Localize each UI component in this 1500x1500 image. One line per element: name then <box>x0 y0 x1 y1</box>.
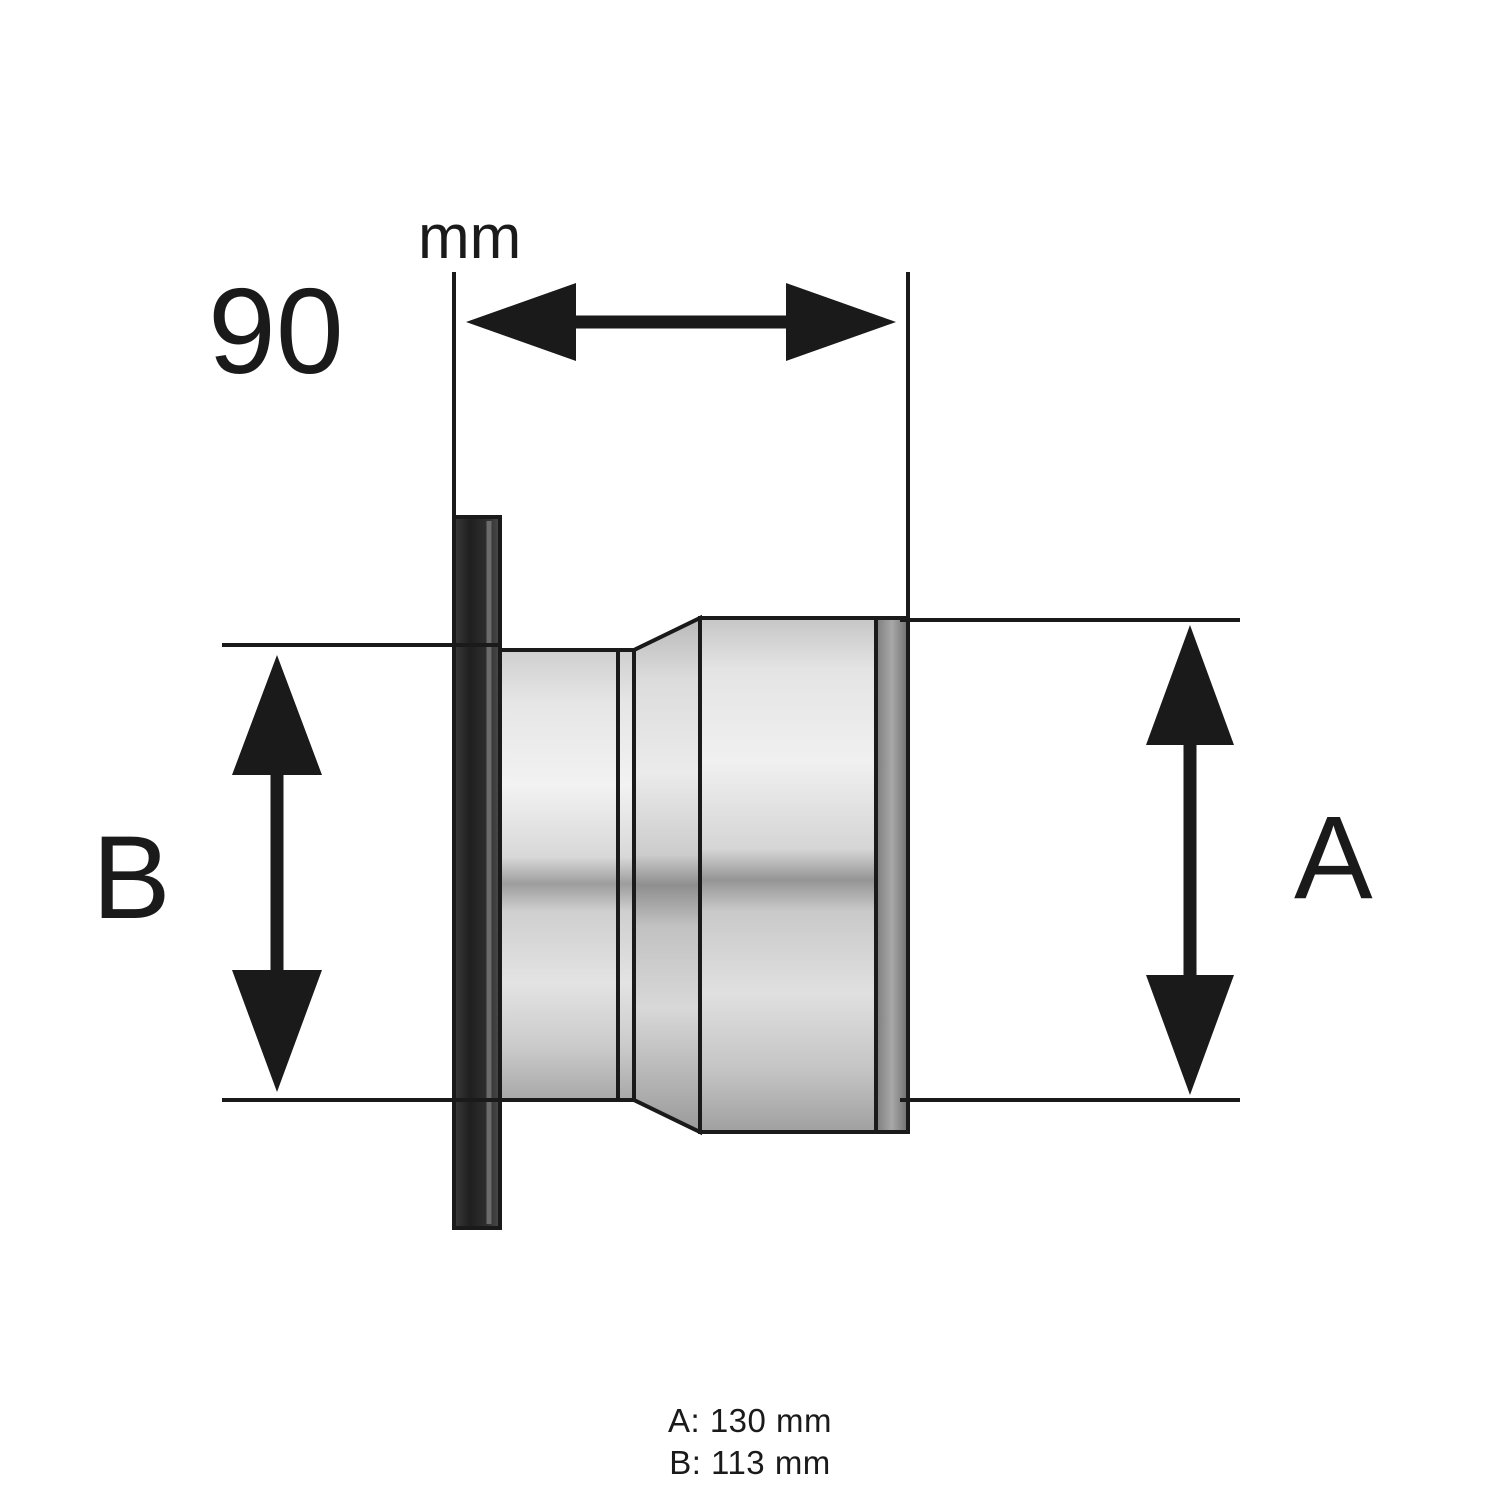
label-dimension-b: B <box>92 812 171 944</box>
caption-line-b: B: 113 mm <box>669 1444 831 1481</box>
large-cylinder <box>698 616 880 1134</box>
groove-ring <box>616 648 636 1102</box>
dimension-arrow-a <box>1146 625 1234 1095</box>
dimension-arrow-length <box>466 283 896 361</box>
label-length-unit: mm <box>418 203 521 272</box>
part-geometry <box>452 515 910 1230</box>
end-rim <box>874 616 910 1134</box>
dimension-arrow-b <box>232 655 322 1092</box>
dimension-caption: A: 130 mm B: 113 mm <box>0 1400 1500 1484</box>
label-dimension-a: A <box>1294 792 1373 924</box>
flange-plate <box>452 515 502 1230</box>
cone-transition <box>632 614 702 1136</box>
small-cylinder <box>495 648 627 1102</box>
caption-line-a: A: 130 mm <box>667 1402 833 1439</box>
extension-lines <box>222 272 1240 1102</box>
label-length-value: 90 <box>208 263 344 399</box>
